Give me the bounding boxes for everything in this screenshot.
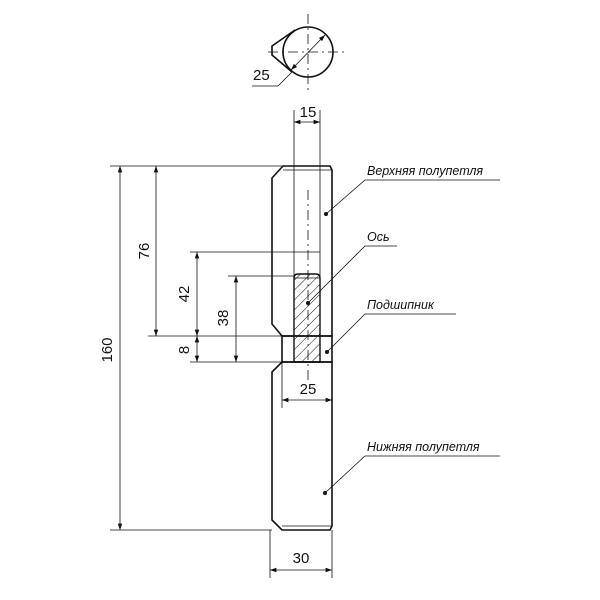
dim-top-diameter: 25 — [253, 67, 270, 84]
dim-bearing-width: 25 — [300, 381, 317, 398]
top-circle — [282, 26, 334, 78]
axis-pin — [293, 273, 321, 363]
label-lower-half: Нижняя полупетля — [367, 440, 480, 454]
top-view: 25 — [252, 14, 346, 90]
dim-body-width: 30 — [293, 550, 310, 567]
dim-upper-height: 76 — [136, 243, 153, 260]
dim-bore-depth: 42 — [176, 286, 193, 303]
dim-total-height: 160 — [99, 337, 116, 362]
diameter-leader — [252, 71, 293, 87]
label-axis: Ось — [367, 230, 390, 244]
label-bearing: Подшипник — [367, 298, 435, 312]
dimensions: 15 160 76 42 38 8 25 30 — [99, 104, 333, 578]
callouts: Верхняя полупетля Ось Подшипник Нижняя п… — [306, 164, 500, 495]
dim-axis-length: 38 — [215, 310, 232, 327]
diameter-arrow — [290, 34, 326, 71]
label-upper-half: Верхняя полупетля — [367, 164, 483, 178]
hinge-body — [271, 110, 333, 531]
dim-bearing-height: 8 — [176, 346, 193, 354]
dim-upper-width: 15 — [300, 104, 317, 121]
top-lug — [271, 29, 296, 73]
